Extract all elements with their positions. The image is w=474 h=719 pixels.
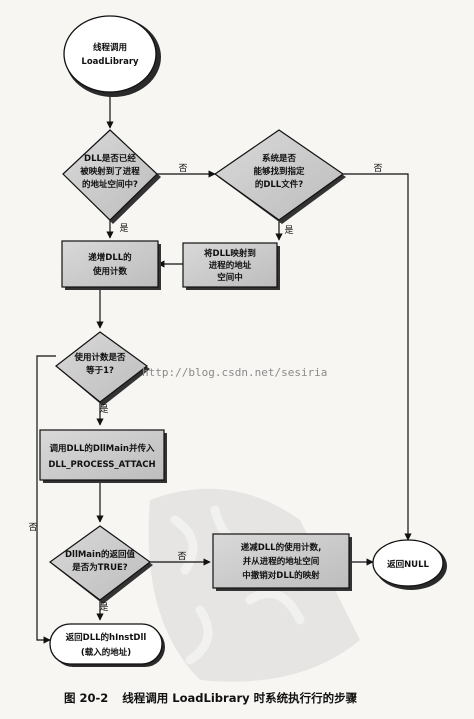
q-mapped-line-2: 被映射到了进程	[80, 166, 140, 177]
label-q-mapped-yes: 是	[119, 223, 128, 234]
q-count1-line-2: 等于1?	[85, 365, 114, 376]
node-q-mapped: DLL是否已经 被映射到了进程 的地址空间中?	[62, 129, 161, 224]
watermark-url: http://blog.csdn.net/sesiria	[142, 366, 327, 379]
node-map-dll: 将DLL映射到 进程的地址 空间中	[182, 242, 280, 290]
svg-text:线程调用: 线程调用	[93, 42, 127, 53]
start-line-2: LoadLibrary	[81, 57, 139, 67]
return-hinst-line-1: 返回DLL的hInstDll	[66, 632, 147, 643]
label-q-count1-no: 否	[28, 522, 37, 533]
q-true-line-1: DllMain的返回值	[65, 549, 136, 560]
label-q-count1-yes: 是	[99, 404, 108, 415]
return-null-label: 返回NULL	[387, 559, 429, 570]
call-dllmain-line-2: DLL_PROCESS_ATTACH	[48, 460, 155, 470]
q-count1-line-1: 使用计数是否	[73, 352, 126, 363]
edge-q-found-no	[343, 173, 412, 541]
svg-text:LoadLibrary: LoadLibrary	[81, 57, 139, 67]
q-found-line-3: 的DLL文件?	[255, 179, 303, 190]
q-mapped-line-1: DLL是否已经	[84, 153, 136, 164]
dec-unmap-line-3: 中撤销对DLL的映射	[242, 570, 320, 581]
start-line-1: 线程调用	[93, 42, 127, 53]
caption-text: 线程调用 LoadLibrary 时系统执行行的步骤	[122, 691, 357, 705]
label-q-true-no: 否	[177, 551, 186, 562]
map-dll-line-3: 空间中	[217, 272, 243, 283]
return-hinst-line-2: (载入的地址)	[81, 647, 131, 658]
map-dll-line-1: 将DLL映射到	[204, 248, 256, 259]
label-q-found-yes: 是	[284, 225, 293, 236]
node-dec-unmap: 递减DLL的使用计数, 并从进程的地址空间 中撤销对DLL的映射	[212, 533, 352, 591]
node-inc-count: 递增DLL的 使用计数	[61, 240, 161, 290]
label-q-mapped-no: 否	[178, 163, 187, 174]
inc-count-line-2: 使用计数	[92, 266, 128, 277]
node-q-found: 系统是否 能够找到指定 的DLL文件?	[213, 129, 346, 224]
node-return-hinst: 返回DLL的hInstDll (载入的地址)	[49, 623, 165, 667]
q-true-line-2: 是否为TRUE?	[71, 562, 128, 573]
label-q-true-yes: 是	[99, 602, 108, 613]
q-found-line-2: 能够找到指定	[253, 166, 305, 177]
node-q-count1: 使用计数是否 等于1?	[55, 331, 150, 406]
caption-number: 图 20-2	[64, 691, 108, 705]
node-start: 线程调用 LoadLibrary	[63, 15, 161, 97]
node-q-true: DllMain的返回值 是否为TRUE?	[48, 525, 153, 604]
map-dll-line-2: 进程的地址	[209, 260, 252, 271]
caption: 图 20-2 线程调用 LoadLibrary 时系统执行行的步骤	[64, 691, 358, 705]
call-dllmain-line-1: 调用DLL的DllMain并传入	[50, 443, 155, 454]
label-q-found-no: 否	[373, 163, 382, 174]
node-return-null: 返回NULL	[372, 539, 447, 590]
q-mapped-line-3: 的地址空间中?	[82, 179, 138, 190]
inc-count-line-1: 递增DLL的	[88, 252, 132, 263]
dec-unmap-line-1: 递减DLL的使用计数,	[241, 542, 322, 553]
q-found-line-1: 系统是否	[262, 153, 297, 164]
edge-q-count1-no	[36, 355, 56, 644]
dec-unmap-line-2: 并从进程的地址空间	[243, 556, 320, 567]
node-call-dllmain: 调用DLL的DllMain并传入 DLL_PROCESS_ATTACH	[39, 429, 167, 483]
